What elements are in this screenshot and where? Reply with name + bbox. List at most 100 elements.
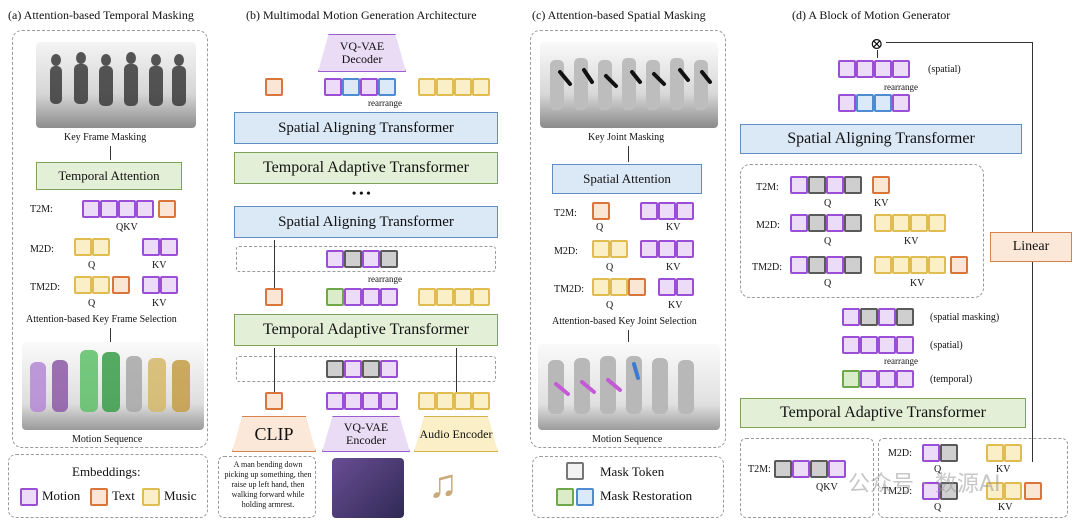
music-token: [74, 276, 92, 294]
music-legend-label: Music: [164, 488, 197, 503]
d-m2d-label: M2D:: [756, 220, 780, 231]
d-bottom-t2m-label: T2M:: [748, 464, 771, 475]
d-q3-label: Q: [824, 278, 832, 289]
mask-token: [362, 360, 380, 378]
d-spatial-label-mid: (spatial): [930, 340, 963, 351]
motion-token: [362, 250, 380, 268]
music-token: [454, 78, 472, 96]
motion-token: [842, 308, 860, 326]
music-token: [454, 392, 472, 410]
motion-token: [828, 460, 846, 478]
motion-token: [324, 78, 342, 96]
temporal-adaptive-transformer-bottom: Temporal Adaptive Transformer: [234, 314, 498, 346]
watermark: 公众号 · 数源AI: [848, 472, 1001, 497]
skip-connection-top: [886, 42, 1032, 43]
panel-d-title: (d) A Block of Motion Generator: [792, 8, 951, 22]
music-token: [472, 288, 490, 306]
motion-token: [922, 482, 940, 500]
arrow: [628, 146, 629, 162]
t2m-input-frame: [740, 438, 874, 518]
music-token: [592, 240, 610, 258]
joint-motion-image: [538, 344, 720, 430]
key-joint-image: [540, 42, 718, 128]
rearrange-label: rearrange: [368, 274, 402, 284]
music-token: [1004, 444, 1022, 462]
d-bottom-kv-label: KV: [996, 464, 1011, 475]
silhouettes-icon: [50, 52, 186, 106]
d-bottom-q-label: Q: [934, 464, 942, 475]
d-bottom-q2-label: Q: [934, 502, 942, 513]
mask-token: [808, 214, 826, 232]
motion-token: [860, 336, 878, 354]
key-frame-selection-label: Attention-based Key Frame Selection: [26, 314, 177, 325]
c-kv2-label: KV: [666, 262, 681, 273]
text-token: [265, 78, 283, 96]
panel-c-frame: [530, 30, 726, 448]
mask-legend: [532, 456, 724, 518]
mask-token: [326, 360, 344, 378]
music-token: [92, 238, 110, 256]
mask-token: [380, 250, 398, 268]
text-token: [158, 200, 176, 218]
audio-encoder-box: Audio Encoder: [414, 416, 498, 452]
motion-token: [676, 240, 694, 258]
panel-a-frame: [12, 30, 208, 448]
music-token: [472, 392, 490, 410]
temporal-adaptive-transformer-top: Temporal Adaptive Transformer: [234, 152, 498, 184]
arrow: [110, 146, 111, 160]
clip-encoder-box: CLIP: [232, 416, 316, 452]
motion-token: [658, 240, 676, 258]
d-tm2d-label: TM2D:: [752, 262, 782, 273]
mask-token: [940, 444, 958, 462]
c-kv-label: KV: [666, 222, 681, 233]
key-joint-selection-label: Attention-based Key Joint Selection: [552, 316, 697, 327]
motion-token: [380, 288, 398, 306]
colored-silhouettes-icon: [30, 350, 190, 412]
music-token: [928, 256, 946, 274]
mask-token: [896, 308, 914, 326]
motion-token: [362, 392, 380, 410]
mask-region-lower: [236, 356, 496, 382]
rearrange-label: rearrange: [368, 98, 402, 108]
text-token: [265, 392, 283, 410]
attention-types-frame: [740, 164, 984, 298]
music-token: [472, 78, 490, 96]
mask-restoration-swatch-green: [556, 488, 574, 506]
embeddings-legend: [8, 454, 208, 518]
music-token: [92, 276, 110, 294]
c-kv3-label: KV: [668, 300, 683, 311]
motion-token: [136, 200, 154, 218]
motion-token: [118, 200, 136, 218]
text-token: [1024, 482, 1042, 500]
motion-token: [344, 288, 362, 306]
d-t2m-label: T2M:: [756, 182, 779, 193]
spatial-attention-box: Spatial Attention: [552, 164, 702, 194]
music-token: [592, 278, 610, 296]
motion-token: [896, 370, 914, 388]
music-token: [986, 482, 1004, 500]
c-q3-label: Q: [606, 300, 614, 311]
motion-legend-swatch: [20, 488, 38, 506]
motion-token: [790, 256, 808, 274]
arrow: [274, 348, 275, 392]
restored-token: [874, 94, 892, 112]
embeddings-title: Embeddings:: [72, 464, 141, 479]
arrow: [110, 328, 111, 342]
d-temporal-adaptive-transformer: Temporal Adaptive Transformer: [740, 398, 1026, 428]
text-legend-label: Text: [112, 488, 135, 503]
a-q-label: Q: [88, 260, 96, 271]
motion-token: [896, 336, 914, 354]
motion-token: [790, 176, 808, 194]
arrow: [456, 348, 457, 392]
music-token: [418, 78, 436, 96]
green-token: [842, 370, 860, 388]
multiply-icon: ⊗: [870, 36, 884, 53]
mask-token: [810, 460, 828, 478]
music-token: [418, 288, 436, 306]
motion-token: [922, 444, 940, 462]
music-notes-icon: ♫: [428, 461, 458, 506]
music-token: [874, 256, 892, 274]
restored-token: [378, 78, 396, 96]
motion-token: [142, 276, 160, 294]
mask-region-upper: [236, 246, 496, 272]
